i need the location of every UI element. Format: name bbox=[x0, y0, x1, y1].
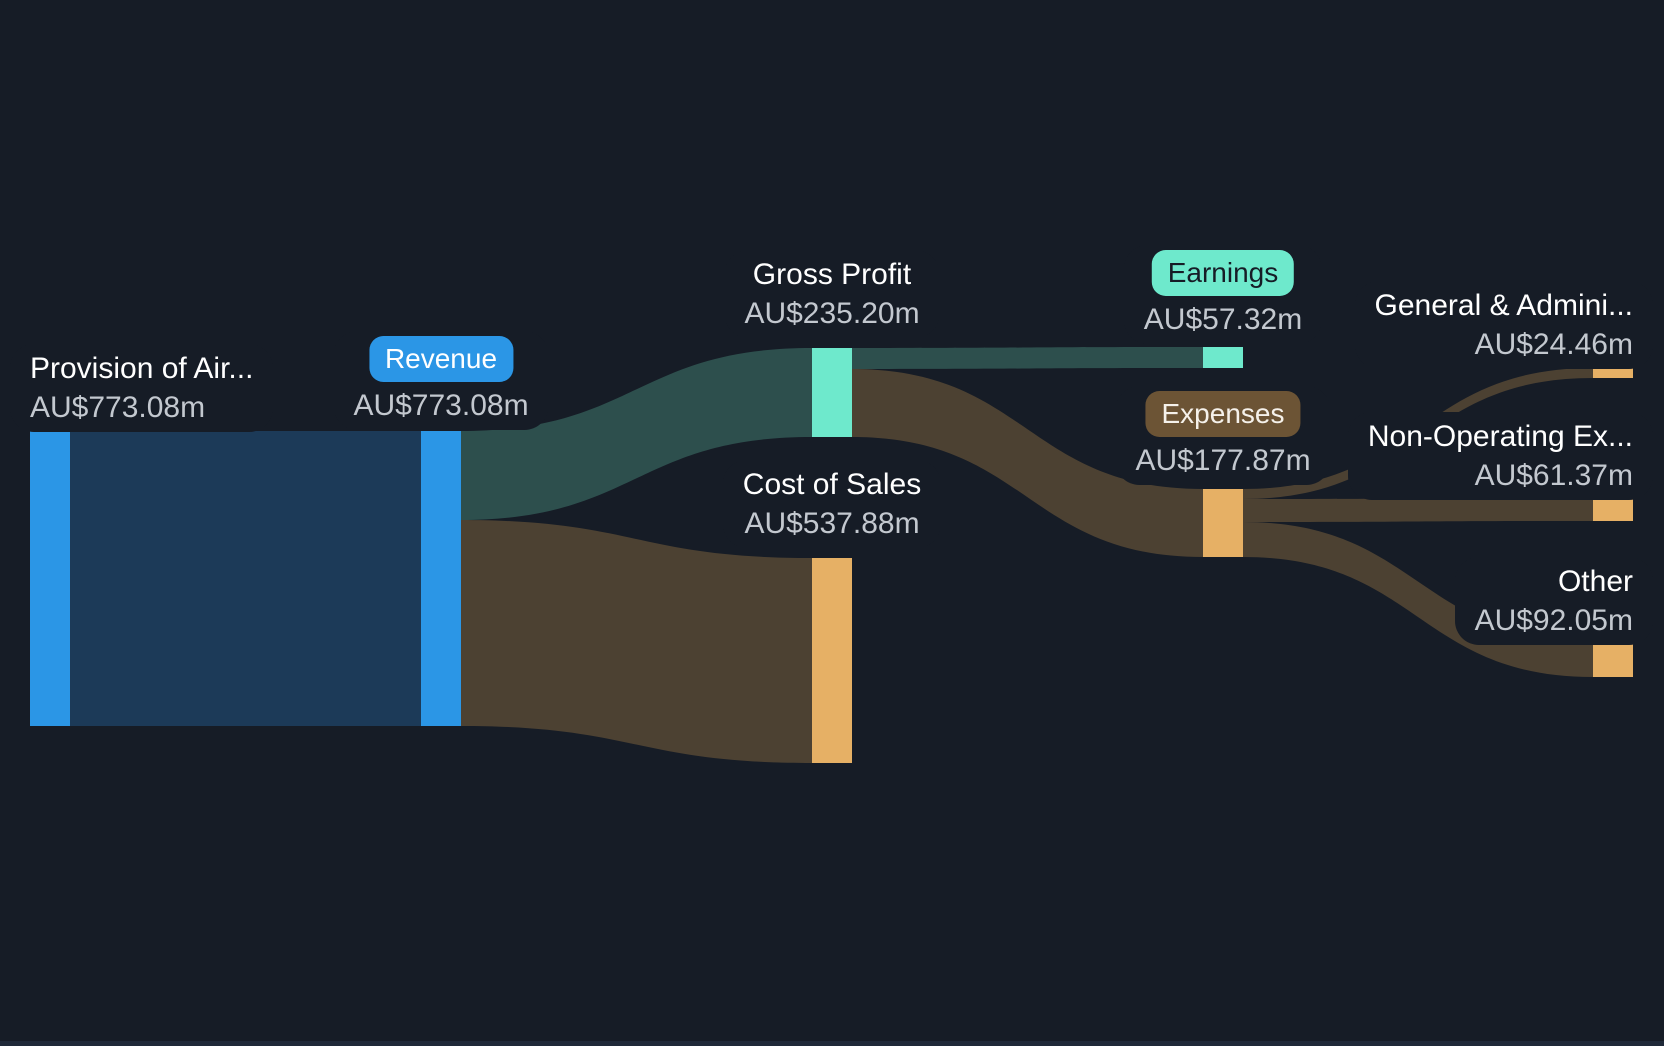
node-revenue[interactable] bbox=[421, 431, 461, 726]
node-value: AU$61.37m bbox=[1474, 459, 1633, 492]
node-name: Provision of Air... bbox=[30, 352, 254, 385]
revenue-badge[interactable]: Revenue bbox=[368, 336, 514, 382]
node-cost-of-sales[interactable] bbox=[812, 558, 852, 763]
node-value: AU$24.46m bbox=[1474, 328, 1633, 361]
earnings-badge[interactable]: Earnings bbox=[1151, 250, 1295, 296]
node-value: AU$773.08m bbox=[30, 391, 206, 424]
label-gross-profit: Gross Profit AU$235.20m bbox=[724, 250, 940, 338]
label-revenue: Revenue AU$773.08m bbox=[333, 331, 549, 430]
node-name: Cost of Sales bbox=[742, 468, 922, 501]
flow-provision-to-revenue[interactable] bbox=[70, 431, 421, 726]
node-earnings[interactable] bbox=[1203, 347, 1243, 368]
flow-gross-profit-to-earnings[interactable] bbox=[852, 347, 1203, 369]
label-expenses: Expenses AU$177.87m bbox=[1115, 386, 1331, 485]
expenses-badge[interactable]: Expenses bbox=[1145, 391, 1301, 437]
node-value: AU$773.08m bbox=[353, 389, 529, 422]
label-non-operating: Non-Operating Ex... AU$61.37m bbox=[1347, 412, 1653, 500]
node-value: AU$235.20m bbox=[744, 297, 920, 330]
node-value: AU$92.05m bbox=[1474, 604, 1633, 637]
node-other[interactable] bbox=[1593, 641, 1633, 677]
label-cost-of-sales: Cost of Sales AU$537.88m bbox=[722, 460, 942, 548]
node-name: General & Admini... bbox=[1374, 289, 1633, 322]
node-name: Non-Operating Ex... bbox=[1367, 420, 1633, 453]
node-value: AU$57.32m bbox=[1143, 303, 1303, 336]
node-general-admin[interactable] bbox=[1593, 368, 1633, 378]
flow-gross-profit-to-expenses[interactable] bbox=[852, 369, 1203, 557]
flow-expenses-to-non-operating[interactable] bbox=[1243, 498, 1593, 522]
label-other: Other AU$92.05m bbox=[1454, 557, 1653, 645]
node-expenses[interactable] bbox=[1203, 489, 1243, 557]
node-value: AU$177.87m bbox=[1135, 444, 1311, 477]
bottom-edge-strip bbox=[0, 1041, 1664, 1046]
node-provision-of-air[interactable] bbox=[30, 431, 70, 726]
label-provision-of-air: Provision of Air... AU$773.08m bbox=[10, 344, 274, 432]
node-name: Gross Profit bbox=[752, 258, 912, 291]
node-gross-profit[interactable] bbox=[812, 348, 852, 437]
flow-revenue-to-gross-profit[interactable] bbox=[461, 348, 812, 520]
label-earnings: Earnings AU$57.32m bbox=[1123, 245, 1323, 344]
node-value: AU$537.88m bbox=[744, 507, 920, 540]
node-non-operating[interactable] bbox=[1593, 498, 1633, 521]
label-general-admin: General & Admini... AU$24.46m bbox=[1354, 281, 1653, 369]
flow-revenue-to-cost-of-sales[interactable] bbox=[461, 520, 812, 763]
node-name: Other bbox=[1557, 565, 1633, 598]
